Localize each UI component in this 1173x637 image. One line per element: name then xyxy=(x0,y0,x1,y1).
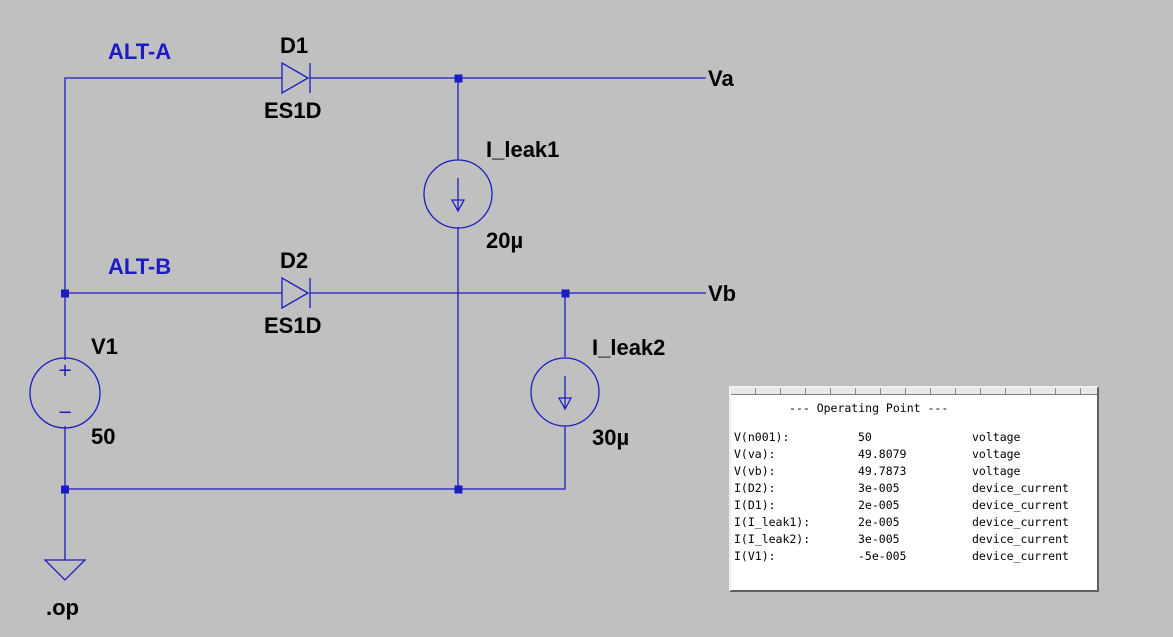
op-row-type: device_current xyxy=(972,498,1069,512)
current-source-ileak1[interactable] xyxy=(423,159,493,229)
diode-d1[interactable] xyxy=(281,61,311,95)
op-row-value: 49.7873 xyxy=(858,464,907,478)
spice-directive-op[interactable]: .op xyxy=(46,595,79,620)
junction-alt-b xyxy=(61,289,69,298)
voltage-source-v1[interactable]: + − xyxy=(29,357,101,429)
wires xyxy=(64,77,706,560)
operating-point-window[interactable]: --- Operating Point --- V(n001): 50 voltag… xyxy=(729,386,1099,592)
v1-minus-sign: − xyxy=(57,402,72,423)
op-row-type: device_current xyxy=(972,481,1069,495)
op-row: I(I_leak1): 2e-005 device_current xyxy=(734,514,1069,531)
op-row: V(vb): 49.7873 voltage xyxy=(734,463,1069,480)
op-row: I(V1): -5e-005 device_current xyxy=(734,548,1069,565)
op-row-value: 50 xyxy=(858,430,872,444)
ileak1-name-label[interactable]: I_leak1 xyxy=(486,137,559,162)
op-row-value: 3e-005 xyxy=(858,532,900,546)
current-source-ileak2[interactable] xyxy=(530,357,600,427)
junction-gnd-mid xyxy=(454,485,463,494)
output-label-vb[interactable]: Vb xyxy=(708,281,736,306)
output-label-va[interactable]: Va xyxy=(708,66,734,91)
v1-value-label[interactable]: 50 xyxy=(91,424,115,449)
v1-plus-sign: + xyxy=(57,360,72,381)
ileak2-value-label[interactable]: 30µ xyxy=(592,425,629,450)
d1-model-label[interactable]: ES1D xyxy=(264,98,321,123)
op-row-type: voltage xyxy=(972,464,1021,478)
op-row-name: I(V1): xyxy=(734,549,776,563)
op-row-name: V(vb): xyxy=(734,464,776,478)
window-ruler xyxy=(731,388,1097,395)
op-row: V(va): 49.8079 voltage xyxy=(734,446,1069,463)
d2-name-label[interactable]: D2 xyxy=(280,248,308,273)
op-row-type: device_current xyxy=(972,549,1069,563)
op-row-name: V(va): xyxy=(734,447,776,461)
junction-va xyxy=(454,74,463,83)
wire-alt-a xyxy=(64,77,282,293)
op-row-value: -5e-005 xyxy=(858,549,907,563)
op-row-value: 2e-005 xyxy=(858,498,900,512)
junction-gnd-left xyxy=(61,485,69,494)
diode-d2[interactable] xyxy=(281,276,311,310)
op-row-type: device_current xyxy=(972,515,1069,529)
op-row: V(n001): 50 voltage xyxy=(734,429,1069,446)
op-row-value: 2e-005 xyxy=(858,515,900,529)
op-row-value: 3e-005 xyxy=(858,481,900,495)
junction-vb xyxy=(561,289,570,298)
op-row-name: I(I_leak1): xyxy=(734,515,811,529)
ileak2-name-label[interactable]: I_leak2 xyxy=(592,335,665,360)
v1-name-label[interactable]: V1 xyxy=(91,334,118,359)
op-row-name: I(D1): xyxy=(734,498,776,512)
ileak1-value-label[interactable]: 20µ xyxy=(486,228,523,253)
op-row-type: device_current xyxy=(972,532,1069,546)
op-row-value: 49.8079 xyxy=(858,447,907,461)
op-row-type: voltage xyxy=(972,447,1021,461)
op-row: I(D1): 2e-005 device_current xyxy=(734,497,1069,514)
ground-symbol[interactable] xyxy=(43,559,87,581)
wire-ground-bus xyxy=(65,426,566,490)
op-row-name: I(D2): xyxy=(734,481,776,495)
op-row-name: I(I_leak2): xyxy=(734,532,811,546)
d1-name-label[interactable]: D1 xyxy=(280,33,308,58)
op-row: I(D2): 3e-005 device_current xyxy=(734,480,1069,497)
operating-point-title: --- Operating Point --- xyxy=(789,401,949,415)
op-row: I(I_leak2): 3e-005 device_current xyxy=(734,531,1069,548)
d2-model-label[interactable]: ES1D xyxy=(264,313,321,338)
net-label-alt-b[interactable]: ALT-B xyxy=(108,254,171,279)
net-label-alt-a[interactable]: ALT-A xyxy=(108,39,171,64)
op-row-name: V(n001): xyxy=(734,430,790,444)
op-row-type: voltage xyxy=(972,430,1021,444)
